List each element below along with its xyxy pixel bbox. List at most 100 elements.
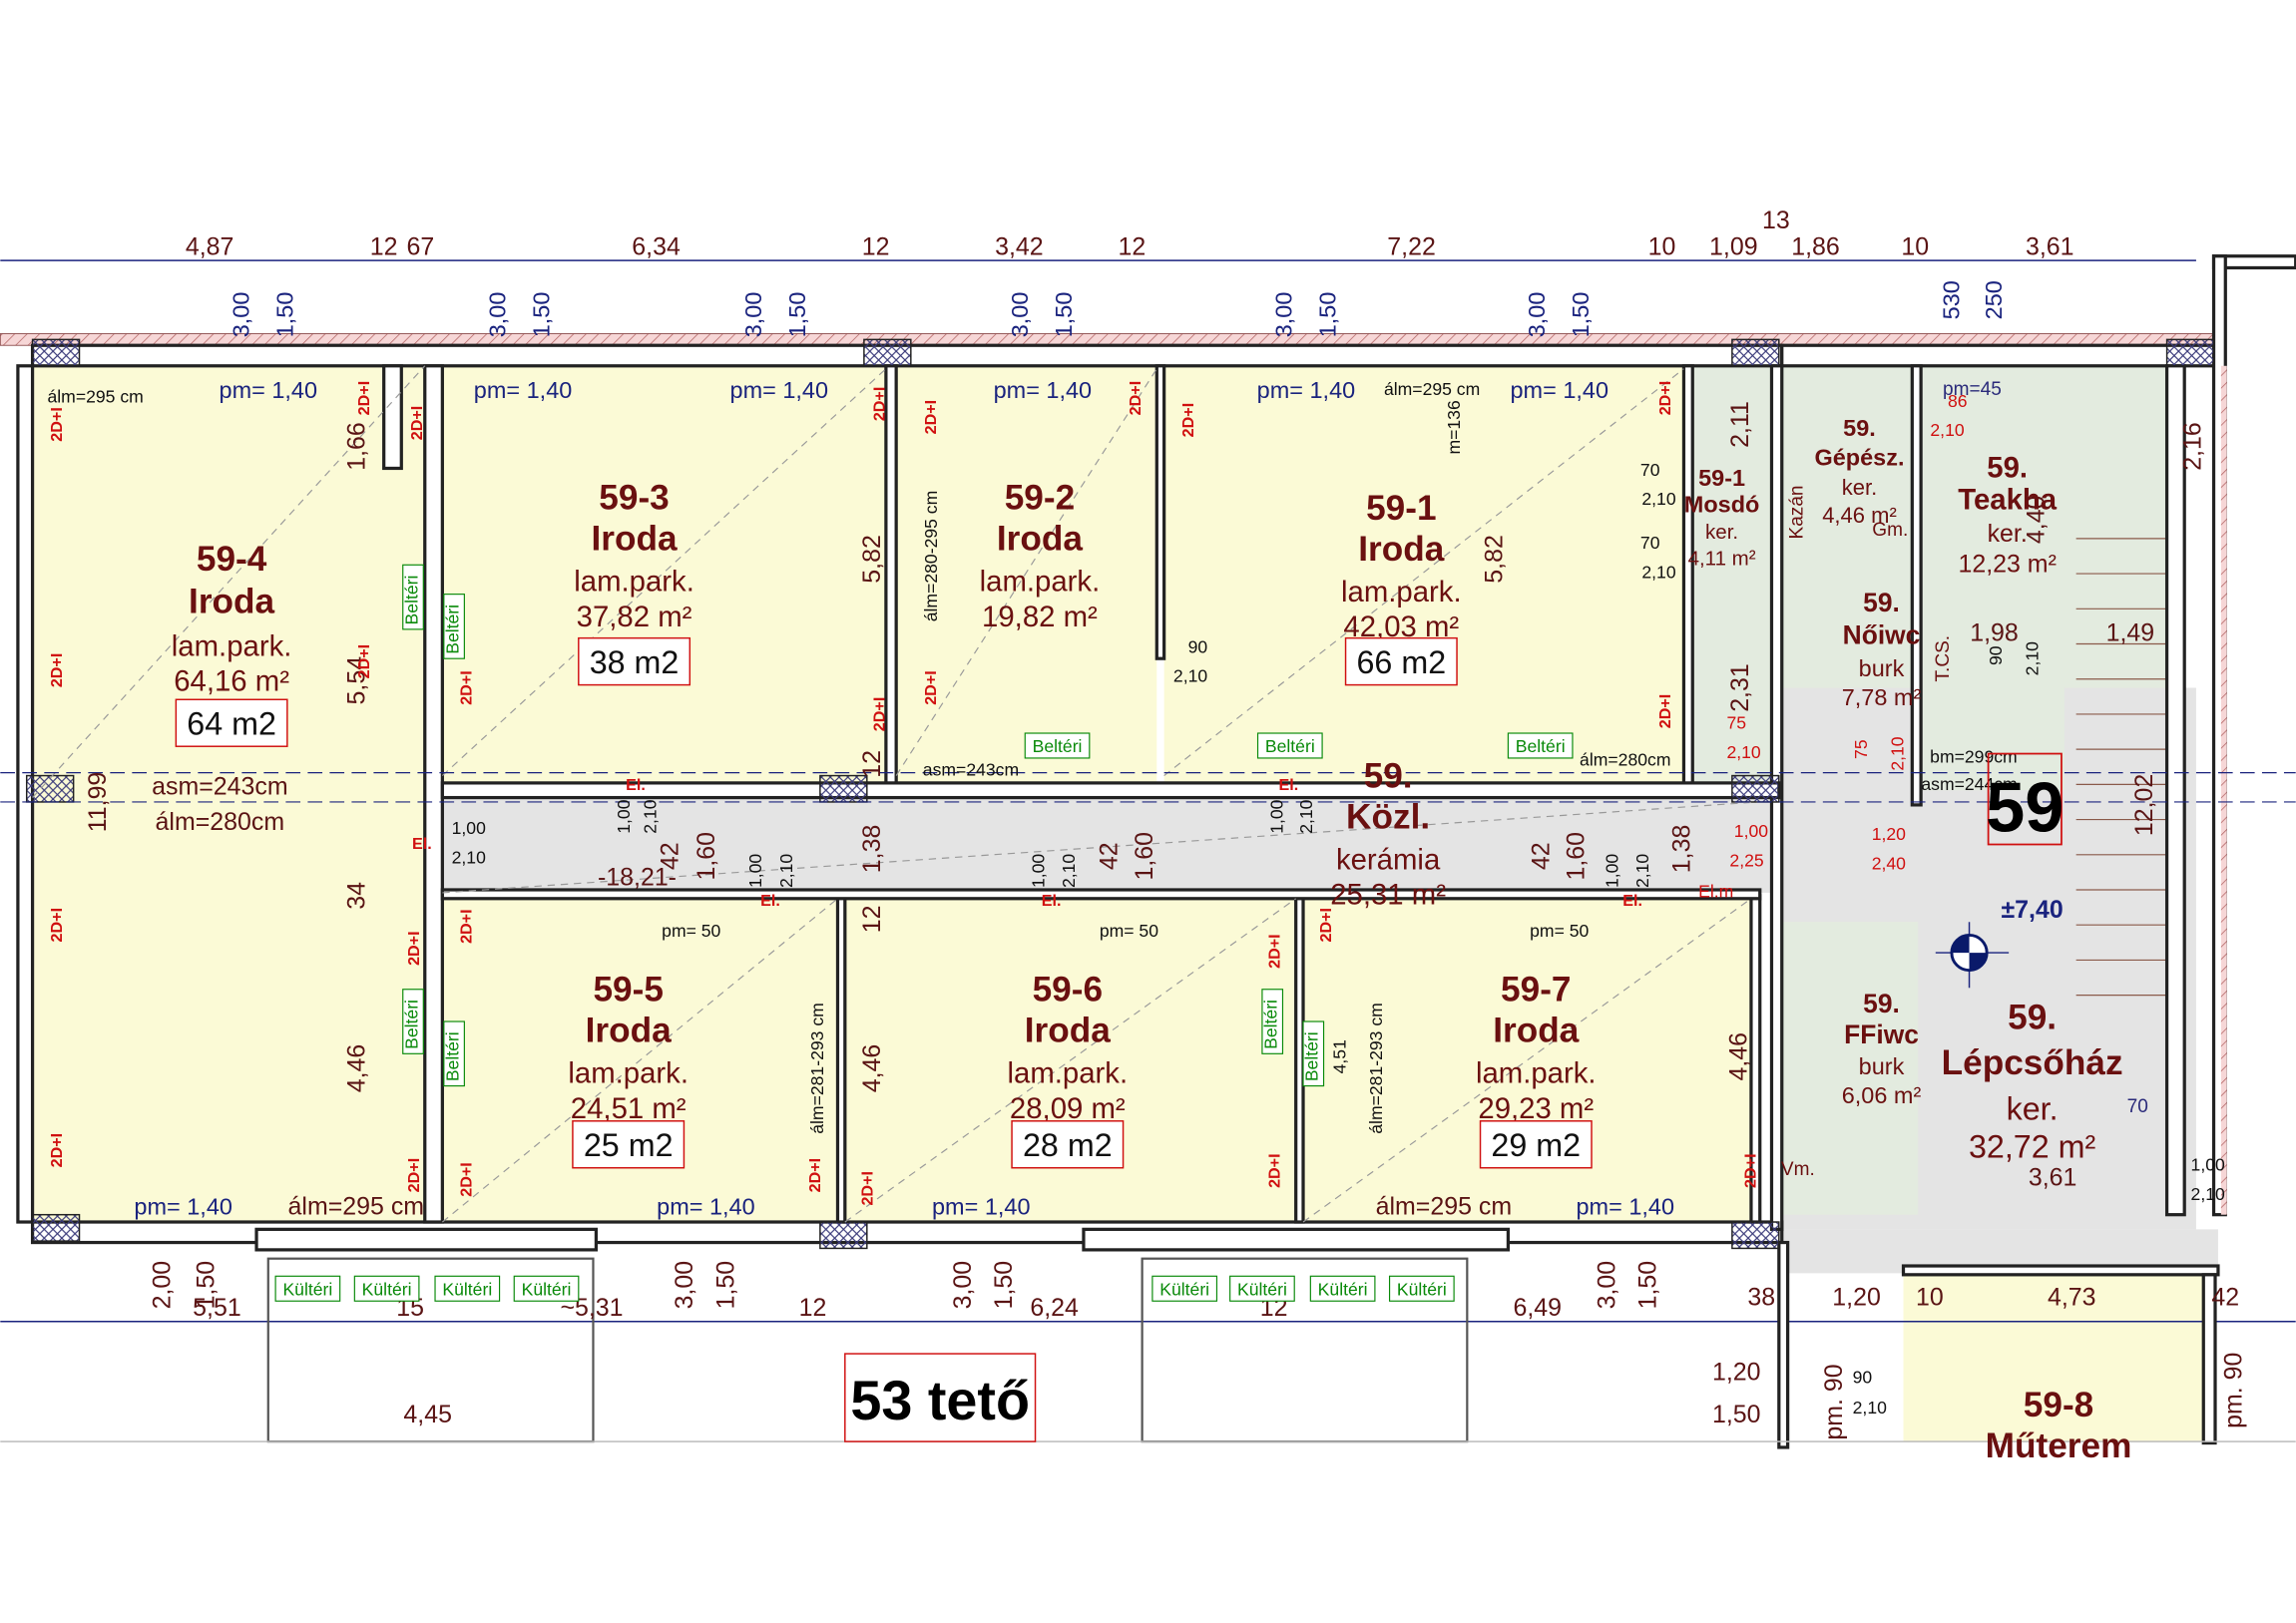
dimension-label: asm=243cm	[923, 760, 1019, 780]
dimension-label: 2,10	[1059, 854, 1079, 888]
dimension-label: 1,60	[1131, 832, 1158, 881]
room-area: 6,06 m²	[1842, 1082, 1922, 1108]
dimension-label: 1,50	[784, 292, 810, 338]
dimension-label: 3,00	[1007, 292, 1033, 338]
dimension-label: 86	[1948, 391, 1968, 411]
dimension-label: pm= 1,40	[220, 377, 318, 403]
dimension-label: pm= 50	[1100, 921, 1158, 941]
room-floor: ker.	[2007, 1090, 2059, 1126]
socket-marker: 2D+I	[458, 670, 476, 705]
room-number: 59-2	[1005, 479, 1075, 518]
room-diagonals	[32, 365, 1757, 1223]
dimension-label: 2,10	[1853, 1398, 1887, 1418]
dimension-label: pm= 50	[662, 921, 720, 941]
dimension-label: álm=281-293 cm	[1366, 1003, 1386, 1134]
room-floor: ker.	[1988, 520, 2028, 548]
dimension-label: 2,10	[641, 799, 661, 833]
socket-marker: 2D+I	[405, 1158, 423, 1193]
dimension-label: 38	[1747, 1284, 1775, 1312]
area-badge-text: 29 m2	[1491, 1127, 1581, 1163]
dimension-label: 2,31	[1726, 663, 1754, 712]
area-badge	[1344, 636, 1458, 686]
dimension-label: 2,10	[1173, 666, 1207, 686]
dimension-label: 1,50	[1634, 1261, 1662, 1310]
dimension-label: 6,24	[1030, 1294, 1079, 1322]
room-floor: lam.park.	[1341, 576, 1462, 609]
dimension-label: 1,00	[1734, 821, 1768, 841]
indoor-unit-tags: BeltériBeltériBeltériBeltériBeltériBelté…	[401, 564, 1574, 1087]
dimension-label: 5,51	[193, 1294, 241, 1322]
dimension-label: T.CS.	[1933, 635, 1954, 682]
room-area: 25,31 m²	[1330, 879, 1446, 912]
room-label-59.-Gépész.: 59.Gépész.ker.4,46 m²	[1814, 415, 1904, 528]
dimension-label: pm= 1,40	[1577, 1194, 1675, 1220]
dimension-label: álm=295 cm	[1376, 1193, 1513, 1221]
room-floor: ker.	[1705, 521, 1738, 544]
dimension-label: 1,66	[343, 422, 371, 471]
dimension-label: 2,10	[1632, 854, 1652, 888]
dimension-label: 2,10	[452, 848, 486, 868]
outdoor-unit-tag: Kültéri	[362, 1279, 412, 1299]
socket-marker: 2D+I	[922, 670, 940, 705]
dimension-label: 2,00	[148, 1261, 176, 1310]
room-name: Iroda	[1358, 530, 1444, 569]
dimension-label: 6,34	[632, 232, 681, 260]
socket-marker: 2D+I	[355, 644, 373, 679]
outdoor-unit-tag: Kültéri	[522, 1279, 572, 1299]
socket-marker: 2D+I	[408, 406, 426, 441]
area-badge	[1479, 1120, 1593, 1169]
socket-marker: 2D+I	[870, 697, 888, 732]
socket-marker: 2D+I	[48, 407, 66, 442]
roof-label: 53 tető	[850, 1370, 1030, 1431]
area-badge-text: 38 m2	[590, 644, 680, 680]
dimension-label: 2,10	[776, 854, 796, 888]
dimension-label: 2,10	[1641, 489, 1675, 509]
room-number: 59.	[1843, 415, 1876, 441]
room-area: 12,23 m²	[1958, 551, 2056, 579]
dimension-label: 10	[1916, 1284, 1944, 1312]
dimension-label: 12	[858, 905, 886, 933]
dimension-label: álm=295 cm	[1384, 379, 1480, 399]
dimension-label: 1,00	[614, 799, 634, 833]
room-area: 29,23 m²	[1478, 1092, 1594, 1125]
dimension-label: álm=281-293 cm	[807, 1003, 827, 1134]
socket-marker: 2D+I	[859, 1171, 877, 1206]
dimension-label: 1,00	[1266, 799, 1286, 833]
room-name: Közl.	[1346, 797, 1430, 836]
dimension-label: 70	[2127, 1096, 2148, 1117]
room-name: Iroda	[997, 520, 1083, 559]
dimension-label: 5,82	[858, 535, 886, 584]
dimension-label: pm=45	[1943, 379, 2002, 400]
dimension-label: 1,86	[1791, 232, 1840, 260]
dimension-label: 2,16	[2178, 422, 2206, 471]
dimension-label: El.	[1278, 776, 1298, 794]
room-name: Iroda	[189, 583, 274, 621]
room-area: 7,78 m²	[1842, 684, 1922, 710]
socket-marker: 2D+I	[1179, 403, 1197, 438]
dimension-label: 1,20	[1872, 824, 1906, 844]
area-badge	[572, 1120, 686, 1169]
socket-marker: 2D+I	[458, 909, 476, 944]
dimension-label: 10	[1901, 232, 1929, 260]
room-number: 59.	[1863, 588, 1900, 617]
dimension-label: 42	[1527, 842, 1555, 870]
dimension-label: 1,38	[858, 825, 886, 874]
dimension-label: pm. 90	[2219, 1353, 2247, 1428]
dimension-label: 2,10	[1888, 736, 1908, 770]
room-name: Iroda	[1025, 1012, 1111, 1050]
dimension-label: pm= 1,40	[730, 377, 829, 403]
indoor-unit-tag: Beltéri	[1261, 1000, 1281, 1049]
room-number: 59-8	[2024, 1386, 2093, 1424]
socket-marker: 2D+I	[458, 1162, 476, 1197]
socket-marker: 2D+I	[355, 381, 373, 416]
dimension-label: -18,21-	[598, 864, 677, 892]
dimension-label: 3,61	[2029, 1163, 2077, 1191]
room-number: 59-5	[593, 970, 663, 1009]
indoor-unit-tag: Beltéri	[443, 1031, 463, 1081]
